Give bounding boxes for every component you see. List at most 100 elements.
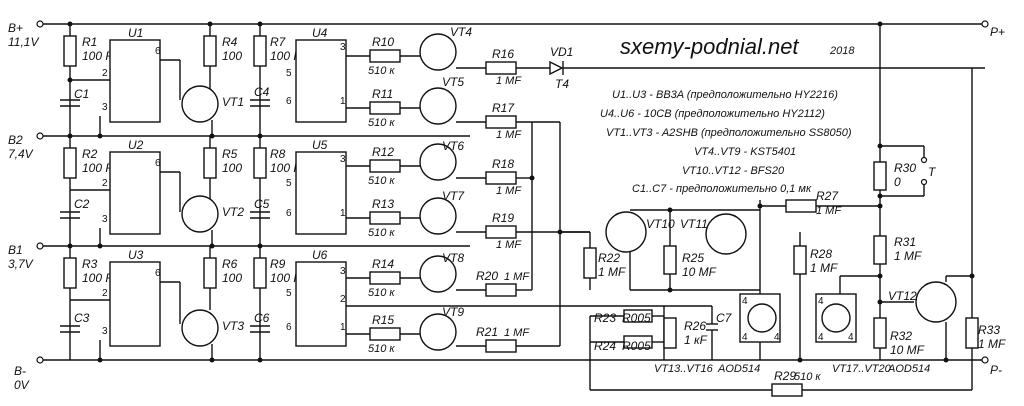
diode-vd1: VD1 T4 <box>549 45 985 91</box>
svg-text:VT2: VT2 <box>222 205 244 219</box>
svg-text:VT4: VT4 <box>450 25 472 39</box>
svg-text:1: 1 <box>340 208 346 219</box>
svg-text:3: 3 <box>102 102 108 113</box>
svg-text:R20: R20 <box>476 269 498 283</box>
svg-text:R29: R29 <box>774 369 796 383</box>
svg-text:6: 6 <box>155 158 161 169</box>
transistor-vt6 <box>419 143 457 181</box>
svg-text:6: 6 <box>155 46 161 57</box>
svg-text:100 F: 100 F <box>82 49 113 63</box>
svg-text:T4: T4 <box>555 77 569 91</box>
transistor-vt4 <box>419 33 457 71</box>
svg-text:1 MF: 1 MF <box>496 239 522 251</box>
svg-text:3: 3 <box>340 154 346 165</box>
svg-text:1 MF: 1 MF <box>504 271 530 283</box>
svg-text:3: 3 <box>340 266 346 277</box>
svg-text:R30: R30 <box>894 161 916 175</box>
svg-text:R005: R005 <box>622 311 651 325</box>
svg-text:1 MF: 1 MF <box>496 75 522 87</box>
resistor-r17 <box>485 115 517 129</box>
svg-text:VT10: VT10 <box>646 217 675 231</box>
svg-text:100 F: 100 F <box>270 161 301 175</box>
resistor-r1 <box>63 35 77 67</box>
svg-text:100 F: 100 F <box>270 271 301 285</box>
svg-text:U5: U5 <box>312 138 328 152</box>
transistor-vt11 <box>705 213 747 255</box>
svg-text:AOD514: AOD514 <box>717 363 760 375</box>
svg-text:100 F: 100 F <box>82 161 113 175</box>
resistor-r5 <box>203 147 217 179</box>
resistor-r22 <box>583 247 597 279</box>
resistor-r4 <box>203 35 217 67</box>
svg-text:R9: R9 <box>270 257 286 271</box>
svg-text:R10: R10 <box>372 35 394 49</box>
svg-text:R005: R005 <box>622 339 651 353</box>
control-section: R22 1 MF VT10 R25 10 MF VT11 R27 1 MF R2… <box>583 189 972 397</box>
note-2: U4..U6 - 10CB (предположительно HY2112) <box>600 108 825 120</box>
transistor-vt7 <box>419 197 457 235</box>
svg-text:U1: U1 <box>128 26 143 40</box>
svg-text:2: 2 <box>102 178 108 189</box>
svg-text:4: 4 <box>818 296 824 307</box>
svg-text:2: 2 <box>102 288 108 299</box>
resistor-r12 <box>369 159 401 173</box>
svg-text:5: 5 <box>286 68 292 79</box>
ic-u4 <box>295 39 347 123</box>
svg-text:R31: R31 <box>894 235 916 249</box>
svg-text:6: 6 <box>286 322 292 333</box>
svg-text:2: 2 <box>340 294 346 305</box>
resistor-r30 <box>873 161 887 191</box>
svg-text:VT3: VT3 <box>222 319 244 333</box>
resistor-r27 <box>785 199 817 213</box>
label-pminus: P- <box>990 363 1002 377</box>
svg-text:R5: R5 <box>222 147 238 161</box>
svg-text:R12: R12 <box>372 145 394 159</box>
label-pplus: P+ <box>990 25 1005 39</box>
resistor-r6 <box>203 257 217 289</box>
svg-text:R14: R14 <box>372 257 394 271</box>
label-b2: B2 <box>8 133 23 147</box>
label-t: T <box>928 165 937 179</box>
svg-text:1 кF: 1 кF <box>684 333 708 347</box>
resistor-r13 <box>369 211 401 225</box>
resistor-r31 <box>873 235 887 265</box>
svg-text:5: 5 <box>286 288 292 299</box>
transistor-vt10 <box>605 211 647 253</box>
cap-c1: C1 <box>74 87 89 101</box>
svg-text:510 к: 510 к <box>368 175 395 187</box>
svg-text:VT12: VT12 <box>888 289 917 303</box>
svg-text:VT11: VT11 <box>680 217 708 231</box>
note-3: VT1..VT3 - A2SHB (предположительно SS805… <box>606 127 852 139</box>
svg-text:6: 6 <box>286 96 292 107</box>
svg-text:2: 2 <box>102 68 108 79</box>
svg-text:R33: R33 <box>978 323 1000 337</box>
svg-text:R16: R16 <box>492 47 514 61</box>
resistor-r14 <box>369 271 401 285</box>
resistor-r26 <box>663 317 677 349</box>
svg-text:5: 5 <box>286 178 292 189</box>
transistor-vt8 <box>419 255 457 293</box>
resistor-r3 <box>63 257 77 289</box>
svg-text:100 F: 100 F <box>270 49 301 63</box>
resistor-r21 <box>485 339 517 353</box>
ic-u5 <box>295 151 347 235</box>
ic-u2 <box>109 151 161 235</box>
svg-text:510 к: 510 к <box>368 65 395 77</box>
svg-text:510 к: 510 к <box>368 117 395 129</box>
transistor-vt2 <box>181 195 219 233</box>
resistor-r16 <box>485 61 517 75</box>
svg-text:3: 3 <box>102 326 108 337</box>
resistor-r11 <box>369 101 401 115</box>
svg-text:R7: R7 <box>270 35 287 49</box>
svg-text:VT7: VT7 <box>442 189 465 203</box>
transistor-vt1 <box>181 85 219 123</box>
svg-text:R24: R24 <box>594 339 616 353</box>
svg-text:VT6: VT6 <box>442 139 464 153</box>
svg-text:VT8: VT8 <box>442 251 464 265</box>
cap-c4: C4 <box>254 85 270 99</box>
svg-text:10 MF: 10 MF <box>890 343 925 357</box>
svg-text:R3: R3 <box>82 257 98 271</box>
label-bplus: B+ <box>8 21 23 35</box>
svg-text:4: 4 <box>774 332 780 343</box>
svg-text:VT9: VT9 <box>442 305 464 319</box>
